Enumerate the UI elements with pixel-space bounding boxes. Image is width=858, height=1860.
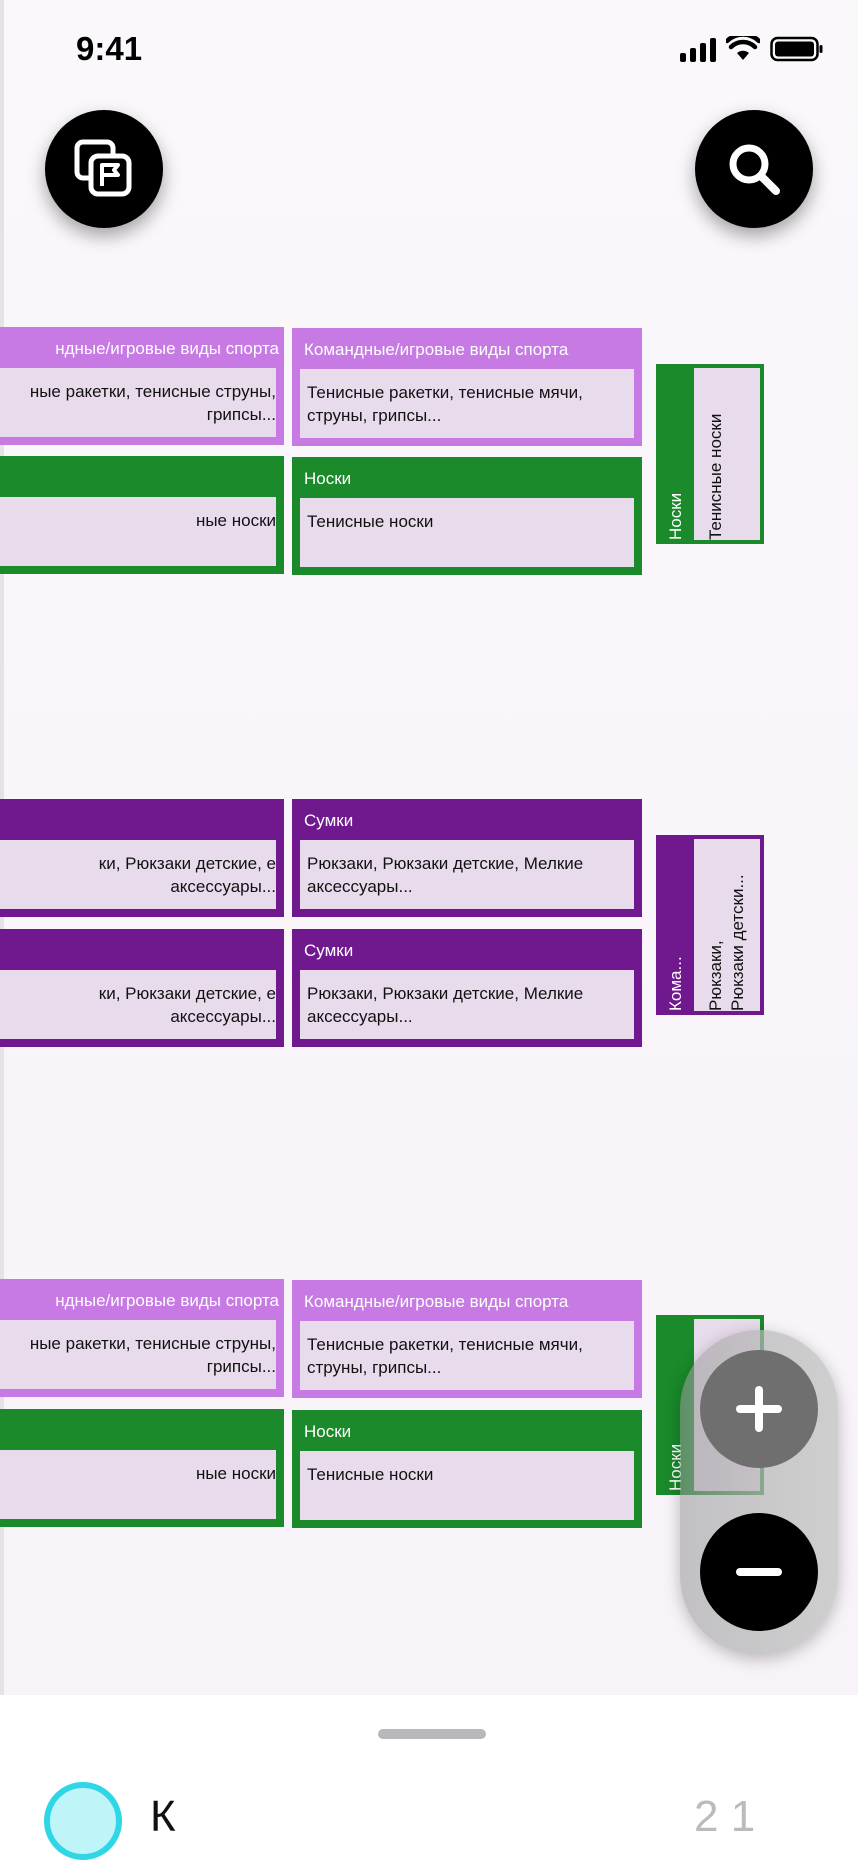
- cellular-signal-icon: [680, 36, 716, 62]
- card-title: Носки: [297, 1415, 637, 1451]
- zoom-out-button[interactable]: [700, 1513, 818, 1631]
- card-title: Командные/игровые виды спорта: [297, 333, 637, 369]
- zoom-in-button[interactable]: [700, 1350, 818, 1468]
- bottom-sheet-handle[interactable]: [378, 1729, 486, 1739]
- category-card[interactable]: ные носки: [0, 1409, 284, 1527]
- card-body: Тенисные ракетки, тенисные мячи, струны,…: [297, 369, 637, 441]
- card-body: ные ракетки, тенисные стрyны, грипсы...: [0, 1320, 279, 1392]
- card-body: Тенисные ракетки, тенисные мячи, струны,…: [297, 1321, 637, 1393]
- card-body: ные носки: [0, 497, 279, 569]
- card-title: [0, 1414, 279, 1450]
- bottom-sheet-count: 2 1: [694, 1792, 756, 1841]
- canvas-area[interactable]: 9:41 ндные/игровые виды спорта: [0, 0, 858, 1695]
- category-card[interactable]: ки, Рюкзаки детские, е аксессуары...: [0, 799, 284, 917]
- category-card[interactable]: ные носки: [0, 456, 284, 574]
- card-title: ндные/игровые виды спорта: [0, 332, 279, 368]
- card-title: [0, 934, 279, 970]
- category-card[interactable]: Сумки Рюкзаки, Рюкзаки детские, Мелкие а…: [292, 799, 642, 917]
- mini-card-title: Кома...: [666, 956, 685, 1011]
- card-title: Носки: [297, 462, 637, 498]
- mini-card-title: Носки: [666, 492, 685, 540]
- category-card[interactable]: ки, Рюкзаки детские, е аксессуары...: [0, 929, 284, 1047]
- minus-icon: [736, 1568, 782, 1576]
- card-title: Командные/игровые виды спорта: [297, 1285, 637, 1321]
- plus-icon: [736, 1386, 782, 1432]
- wifi-icon: [726, 36, 760, 60]
- search-button[interactable]: [695, 110, 813, 228]
- category-card[interactable]: Носки Тенисные носки: [292, 457, 642, 575]
- view-switch-button[interactable]: [45, 110, 163, 228]
- copy-flag-icon: [74, 139, 132, 197]
- category-card[interactable]: Сумки Рюкзаки, Рюкзаки детские, Мелкие а…: [292, 929, 642, 1047]
- card-body: Рюкзаки, Рюкзаки детские, Мелкие аксессу…: [297, 970, 637, 1042]
- status-time: 9:41: [76, 30, 143, 67]
- card-title: [0, 804, 279, 840]
- card-body: Тенисные носки: [297, 1451, 637, 1523]
- category-card[interactable]: Командные/игровые виды спорта Тенисные р…: [292, 328, 642, 446]
- card-title: [0, 461, 279, 497]
- card-body: ки, Рюкзаки детские, е аксессуары...: [0, 840, 279, 912]
- zoom-controls: [680, 1330, 838, 1655]
- battery-icon: [770, 36, 823, 62]
- status-icons: [680, 36, 824, 62]
- mini-card-body-line2: Рюкзаки детски...: [728, 874, 747, 1011]
- avatar: [44, 1782, 122, 1860]
- category-card[interactable]: Командные/игровые виды спорта Тенисные р…: [292, 1280, 642, 1398]
- card-body: ки, Рюкзаки детские, е аксессуары...: [0, 970, 279, 1042]
- card-title: Сумки: [297, 934, 637, 970]
- card-title: ндные/игровые виды спорта: [0, 1284, 279, 1320]
- category-card[interactable]: ндные/игровые виды спорта ные ракетки, т…: [0, 1279, 284, 1397]
- card-body: ные носки: [0, 1450, 279, 1522]
- card-title: Сумки: [297, 804, 637, 840]
- card-body: ные ракетки, тенисные стрyны, грипсы...: [0, 368, 279, 440]
- bottom-sheet-title: К: [150, 1792, 176, 1841]
- mini-category-card[interactable]: Кома... Рюкзаки, Рюкзаки детски...: [656, 835, 764, 1015]
- card-body: Тенисные носки: [297, 498, 637, 570]
- category-card[interactable]: ндные/игровые виды спорта ные ракетки, т…: [0, 327, 284, 445]
- mini-card-body: Тенисные носки: [706, 413, 725, 540]
- mini-card-body-line1: Рюкзаки,: [706, 940, 725, 1011]
- category-card[interactable]: Носки Тенисные носки: [292, 1410, 642, 1528]
- search-icon: [729, 144, 780, 195]
- mini-category-card[interactable]: Носки Тенисные носки: [656, 364, 764, 544]
- card-body: Рюкзаки, Рюкзаки детские, Мелкие аксессу…: [297, 840, 637, 912]
